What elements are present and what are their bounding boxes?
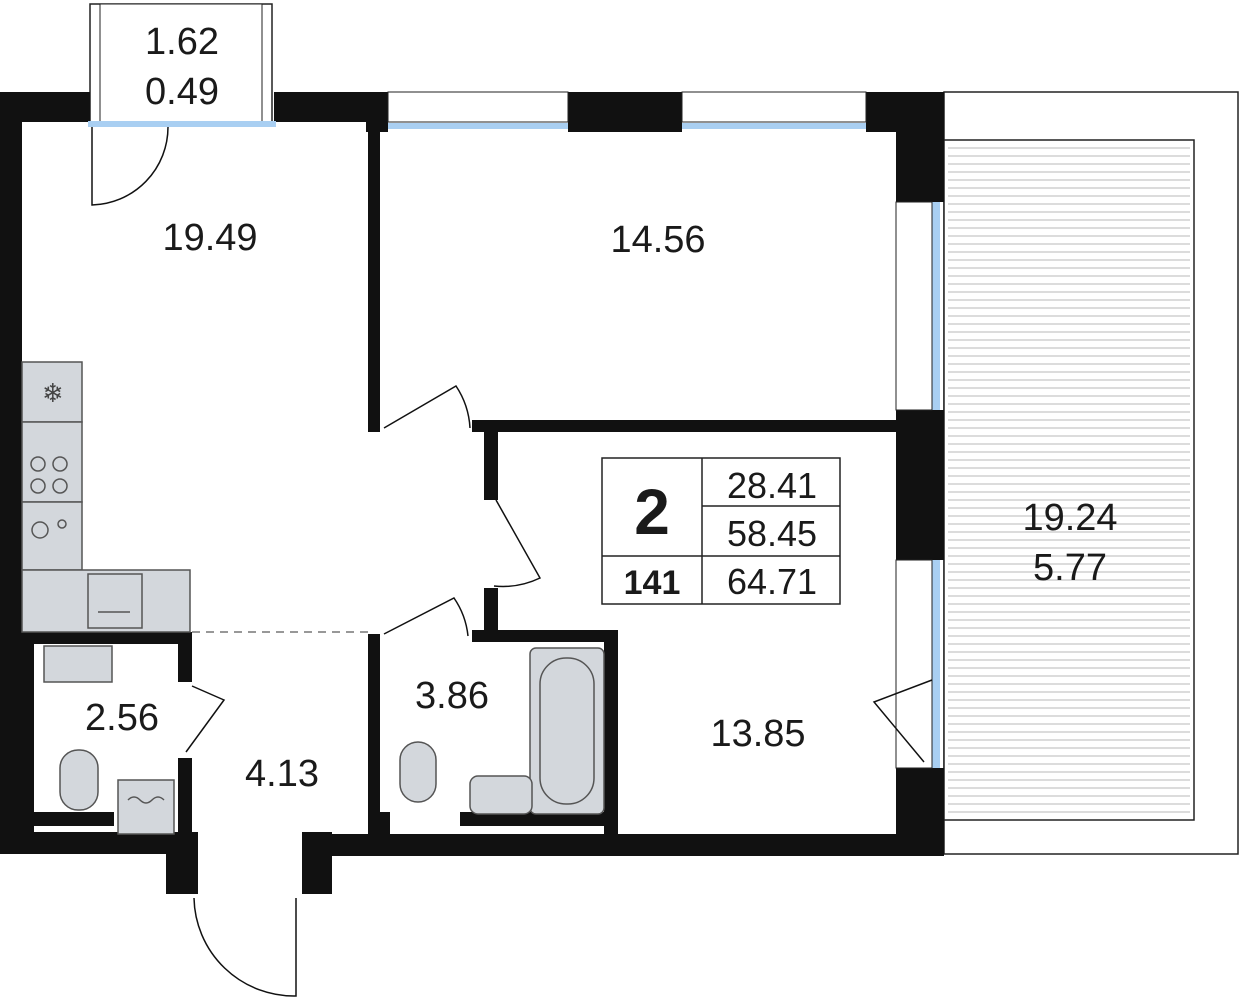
bedroom-bottom-area: 13.85 [710,713,805,755]
windows [88,91,940,769]
balcony-area: 19.24 [1022,497,1117,539]
wc-area: 2.56 [85,697,159,739]
wc-fixtures [43,645,175,835]
info-box: 2 28.41 58.45 141 64.71 [601,457,841,605]
hall-area: 4.13 [245,753,319,795]
kitchen-living-area: 19.49 [162,217,257,259]
loggia-small [89,3,273,123]
rooms-count: 2 [634,476,670,548]
loggia-coef: 0.49 [145,71,219,113]
doors [91,126,933,997]
snowflake-icon: ❄ [42,379,64,409]
balcony-coef: 5.77 [1033,547,1107,589]
balcony [943,91,1239,855]
balcony-hatching [948,147,1190,813]
bathroom-fixtures [399,647,605,815]
apartment-number: 141 [624,564,681,602]
bedroom-top-area: 14.56 [610,219,705,261]
bathroom-area: 3.86 [415,675,489,717]
kitchen-counter: ❄ [21,361,191,633]
loggia-area: 1.62 [145,21,219,63]
walls [0,92,944,894]
living-area: 28.41 [727,465,817,506]
total-area: 58.45 [727,513,817,554]
total-with-balcony: 64.71 [727,561,817,602]
